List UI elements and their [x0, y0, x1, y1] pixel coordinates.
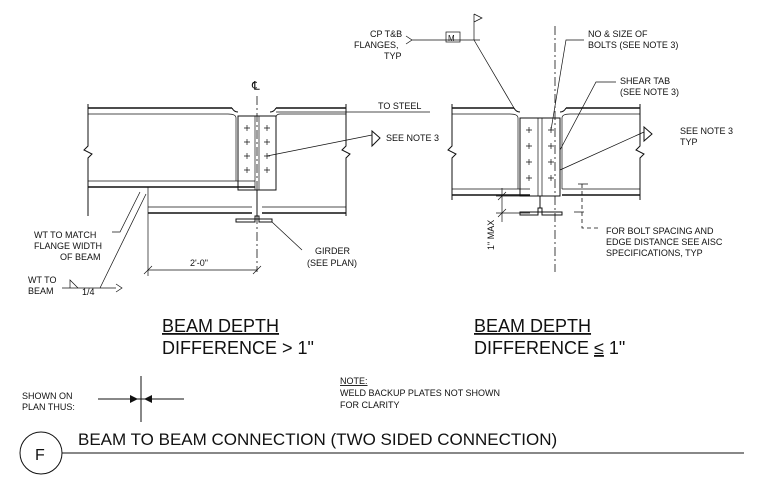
bolts-label-1: NO & SIZE OF — [588, 29, 648, 39]
left-beam-a — [88, 107, 255, 188]
girder-label-2: (SEE PLAN) — [307, 258, 357, 268]
general-note: NOTE: WELD BACKUP PLATES NOT SHOWN FOR C… — [340, 376, 500, 410]
right-bolt-group — [526, 127, 554, 181]
right-caption-line1: BEAM DEPTH — [474, 316, 591, 336]
left-caption-line1: BEAM DEPTH — [162, 316, 279, 336]
dimension-2-0: 2'-0" — [190, 258, 208, 268]
left-connection-detail: ℄ TO STEEL SEE NOTE 3 WT TO MATCH FLANGE… — [28, 79, 439, 297]
cp-label-2: FLANGES, — [354, 40, 399, 50]
bolt-spacing-label-2: EDGE DISTANCE SEE AISC — [606, 237, 723, 247]
left-centerline-symbol: ℄ — [251, 79, 260, 93]
right-caption-prefix: DIFFERENCE — [474, 338, 594, 358]
weld-m-label: M — [448, 34, 455, 43]
bolt-spacing-label-1: FOR BOLT SPACING AND — [606, 226, 714, 236]
legend-label-1: SHOWN ON — [22, 391, 73, 401]
detail-letter: F — [35, 447, 45, 464]
left-caption-line2: DIFFERENCE > 1" — [162, 338, 314, 358]
see-note-3-right-1: SEE NOTE 3 — [680, 126, 733, 136]
wt-to-beam-label-1: WT TO — [28, 275, 57, 285]
left-break-line-b — [341, 104, 351, 216]
right-girder — [519, 196, 563, 216]
plan-legend: SHOWN ON PLAN THUS: — [22, 376, 184, 422]
legend-arrow-right-icon — [144, 395, 152, 403]
weld-size-label: 1/4 — [82, 287, 95, 297]
right-beam-b — [559, 107, 640, 196]
cp-label-1: CP T&B — [370, 29, 402, 39]
max-label: 1" MAX — [486, 220, 496, 250]
see-note-3-left: SEE NOTE 3 — [386, 133, 439, 143]
right-break-line-b — [635, 104, 645, 200]
left-bolt-group — [244, 125, 270, 173]
right-beam-a — [452, 107, 530, 196]
detail-title: BEAM TO BEAM CONNECTION (TWO SIDED CONNE… — [78, 430, 557, 449]
legend-label-2: PLAN THUS: — [22, 402, 75, 412]
right-caption-symbol: ≤ — [594, 338, 604, 358]
bolt-spacing-label-3: SPECIFICATIONS, TYP — [606, 248, 703, 258]
cp-label-3: TYP — [384, 51, 402, 61]
see-note-3-right-2: TYP — [680, 137, 698, 147]
girder-label-1: GIRDER — [315, 246, 351, 256]
right-caption: BEAM DEPTH DIFFERENCE ≤ 1" — [474, 316, 625, 358]
right-break-line-a — [447, 104, 457, 200]
right-connection-detail: CP T&B FLANGES, TYP M NO & SIZE OF BOLTS… — [354, 13, 733, 272]
detail-title-block: F BEAM TO BEAM CONNECTION (TWO SIDED CON… — [19, 430, 744, 475]
left-girder — [235, 190, 273, 223]
left-break-line-a — [83, 104, 93, 216]
to-steel-label: TO STEEL — [378, 101, 421, 111]
note-line-2: FOR CLARITY — [340, 400, 400, 410]
shear-tab-label-1: SHEAR TAB — [620, 76, 670, 86]
left-wt-piece — [147, 187, 252, 214]
right-caption-line2: DIFFERENCE ≤ 1" — [474, 338, 625, 358]
wt-to-beam-label-2: BEAM — [28, 286, 54, 296]
right-caption-value: 1" — [604, 338, 625, 358]
left-caption: BEAM DEPTH DIFFERENCE > 1" — [162, 316, 314, 358]
bolts-label-2: BOLTS (SEE NOTE 3) — [588, 40, 678, 50]
note-heading: NOTE: — [340, 376, 368, 386]
wt-match-label-1: WT TO MATCH — [34, 230, 96, 240]
left-beam-b — [262, 107, 346, 214]
legend-arrow-left-icon — [130, 395, 138, 403]
wt-match-label-3: OF BEAM — [60, 252, 101, 262]
shear-tab-label-2: (SEE NOTE 3) — [620, 87, 679, 97]
wt-match-label-2: FLANGE WIDTH — [34, 241, 102, 251]
note-line-1: WELD BACKUP PLATES NOT SHOWN — [340, 388, 500, 398]
